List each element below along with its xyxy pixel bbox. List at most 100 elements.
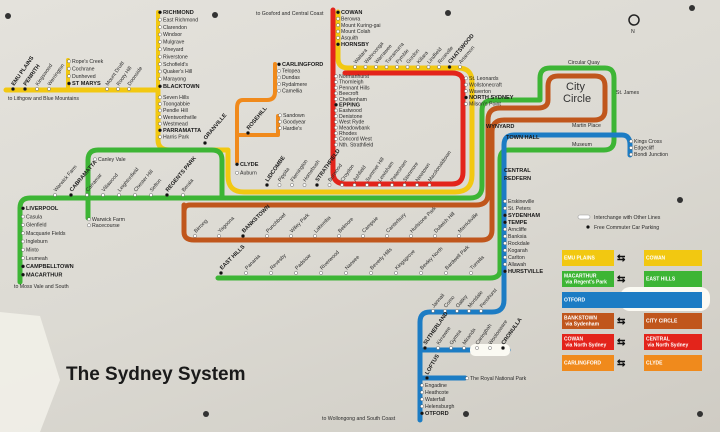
station-marker [455, 309, 459, 313]
station-marker [394, 271, 398, 275]
station-marker [503, 220, 507, 225]
station-marker [278, 119, 282, 124]
station-label: Panania [244, 254, 262, 272]
station-marker [219, 271, 223, 275]
route-from-box [562, 292, 614, 308]
station-marker [302, 183, 307, 187]
station-label: Kingsgrove [394, 249, 417, 272]
station-label: St. Leonards [469, 76, 499, 82]
station-marker [475, 346, 479, 350]
station-marker [203, 141, 207, 145]
station-marker [21, 272, 25, 277]
station-label: Wollstonecraft [469, 82, 502, 88]
station-marker [336, 42, 340, 47]
station-label: East Richmond [163, 17, 198, 23]
station-marker [294, 271, 298, 275]
station-label: LIVERPOOL [26, 206, 59, 212]
station-marker [217, 234, 221, 238]
station-marker [361, 234, 365, 238]
station-marker [158, 47, 162, 52]
station-marker [503, 227, 507, 232]
route-pair: COWAN via North Sydney⇆CENTRAL via North… [562, 334, 702, 350]
station-label: COWAN [341, 10, 362, 16]
station-label: Harris Park [163, 135, 189, 141]
route-pair: EMU PLAINS⇆COWAN [562, 250, 702, 266]
station-label: Kogarah [508, 248, 528, 254]
double-arrow-icon: ⇆ [617, 358, 626, 369]
station-marker [334, 97, 338, 101]
station-label: Erskineville [508, 199, 534, 205]
station-marker [457, 234, 461, 238]
station-marker [277, 62, 281, 67]
station-marker [425, 376, 429, 380]
station-marker [385, 234, 389, 238]
station-label: Waterfall [425, 397, 445, 403]
station-label: Minto [26, 248, 39, 254]
route-from-box [562, 271, 614, 287]
station-label: CLYDE [240, 162, 259, 168]
green-line [17, 65, 617, 285]
station-marker [402, 183, 407, 187]
station-label: Normanhurst [339, 74, 370, 80]
station-label: Kings Cross [634, 139, 662, 145]
station-marker [427, 183, 432, 187]
station-marker [21, 214, 25, 219]
station-marker [365, 183, 369, 187]
station-marker [344, 271, 348, 275]
station-marker [117, 193, 121, 197]
station-marker [277, 69, 281, 73]
station-label: Ingleburn [26, 239, 48, 245]
station-marker [464, 102, 468, 106]
station-marker [327, 183, 332, 187]
station-marker [315, 183, 319, 187]
station-label: Carlton [508, 255, 525, 261]
screw [697, 411, 703, 417]
station-label: Mulgrave [163, 40, 184, 46]
station-label: Edgecliff [634, 146, 654, 152]
station-marker [629, 146, 633, 150]
station-label: EPPING [339, 103, 360, 109]
station-marker [334, 114, 338, 118]
station-label: The Royal National Park [470, 376, 527, 382]
station-marker [67, 74, 71, 78]
station-marker [67, 59, 71, 64]
station-label: West Ryde [339, 120, 364, 126]
legend-parking: Free Commuter Car Parking [594, 225, 659, 231]
station-label: Racecourse [92, 223, 120, 229]
blue-line [417, 132, 633, 423]
station-label: Mount Colah [341, 29, 371, 35]
station-marker [93, 157, 97, 162]
station-marker [319, 271, 323, 275]
station-marker [334, 74, 338, 79]
station-label: Gymea [449, 329, 464, 346]
station-marker [158, 84, 162, 89]
station-marker [278, 113, 282, 118]
station-label: HORNSBY [341, 42, 369, 48]
station-marker [277, 88, 281, 93]
station-label: Glenfield [26, 223, 47, 229]
station-label: Revesby [269, 253, 288, 272]
note-wollongong: to Wollongong and South Coast [322, 416, 396, 422]
station-label-quay: Circular Quay [568, 60, 600, 66]
route-from-box-extension [614, 292, 702, 308]
station-marker [158, 10, 162, 15]
station-label: Westmead [163, 121, 188, 127]
route-to-label: CITY CIRCLE [646, 319, 678, 325]
station-label: Quaker's Hill [163, 69, 192, 75]
route-to-label: COWAN [646, 256, 666, 262]
station-marker [334, 137, 338, 141]
station-label: Seven Hills [163, 95, 189, 101]
station-marker [437, 65, 441, 69]
station-label: GRANVILLE [203, 112, 229, 141]
route-from-box [562, 250, 614, 266]
station-label: CAMPBELLTOWN [26, 264, 74, 270]
station-marker [241, 234, 245, 238]
station-marker [436, 346, 440, 350]
station-marker [449, 346, 453, 350]
station-label: Clarendon [163, 25, 187, 31]
line-paths [3, 7, 633, 423]
station-marker [363, 65, 368, 69]
route-from-box [562, 334, 614, 350]
station-marker [21, 247, 25, 252]
station-label: Berowra [341, 16, 360, 22]
